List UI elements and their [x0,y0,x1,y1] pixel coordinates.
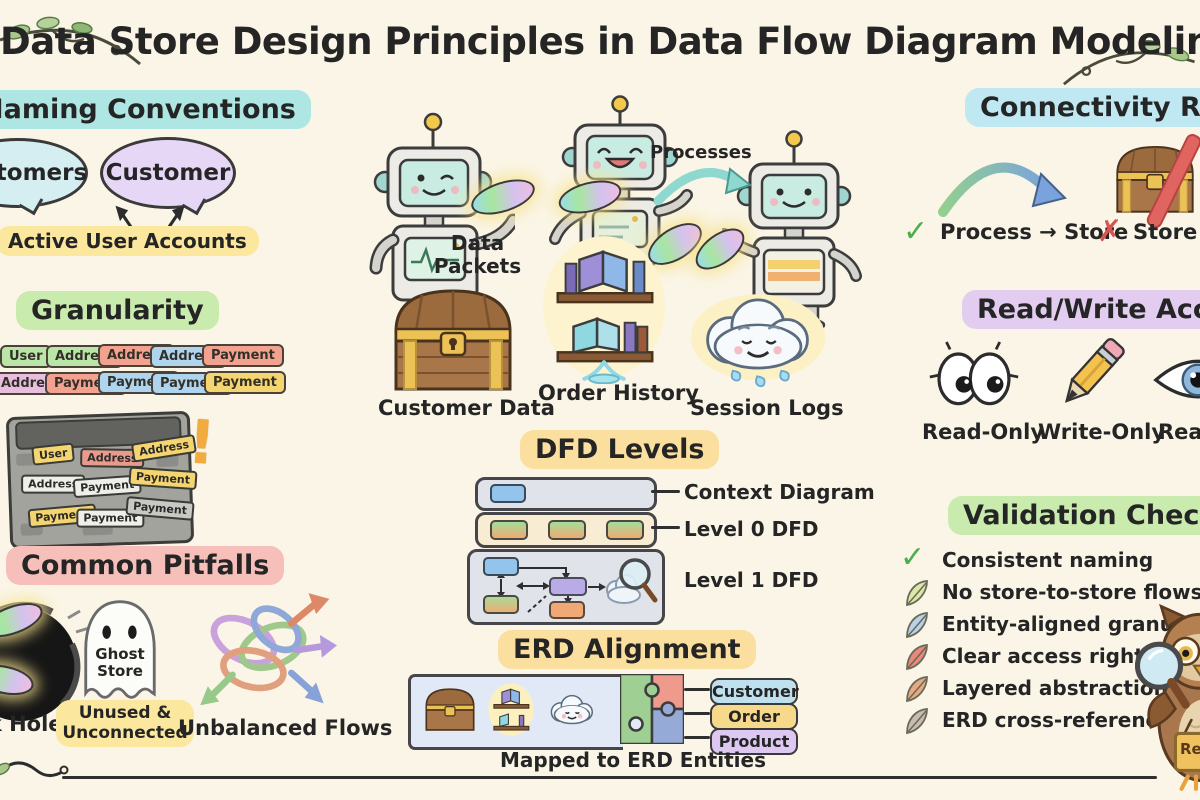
session-cloud-icon [690,294,826,388]
read-only-label: Read-Only [922,420,1045,444]
connectivity-rules-heading: Connectivity Rules [965,88,1200,127]
read-write-label: Read/Write [1158,420,1200,444]
validation-checklist-heading: Validation Checklist [948,496,1200,535]
bubble-singular-label: Customer [105,160,231,186]
feather-icon [906,644,928,671]
connectivity-allowed-label: Process → Store [940,220,1129,244]
naming-conventions-heading: Naming Conventions [0,90,311,129]
read-only-eyes-icon [929,341,1019,406]
checklist-item: ERD cross-reference [942,708,1171,732]
granularity-heading: Granularity [16,291,219,330]
processes-arrow-icon [653,167,752,206]
bubble-plural-label: Customers [0,160,88,186]
dfd-level1-row [467,549,665,625]
bookshelf-icon [542,236,666,384]
ghost-store-icon [84,600,156,699]
dfd-level1-diagram [483,557,658,619]
feather-icon [906,708,928,735]
erd-connector [684,712,710,715]
write-only-pencil-icon [1064,338,1125,403]
granularity-tag: User [0,345,52,368]
speech-bubble-singular: Customer [100,137,236,209]
connectivity-forbidden-label: Store ↔ Store [1133,220,1200,244]
data-packets-label: Data Packets [433,231,522,278]
erd-entity-product: Product [710,728,798,755]
dfd-context-row [475,477,657,511]
granularity-tag: Payment [202,344,284,367]
checklist-item: No store-to-store flows [942,580,1200,604]
treasure-chest-icon [394,289,512,391]
pitfall-unbalanced-label: Unbalanced Flows [178,716,393,740]
checklist-item: Consistent naming [942,548,1154,572]
processes-label: Processes [650,142,752,163]
granularity-tag: Payment [204,371,286,394]
naming-annotation: Active User Accounts [0,226,259,256]
dfd-connector [651,526,680,529]
store-customer-data-label: Customer Data [378,396,555,420]
read-write-eye-icon [1153,359,1200,399]
erd-alignment-heading: ERD Alignment [498,630,756,669]
pitfall-unused-label: Unused & Unconnected [56,700,194,747]
checklist-item: Clear access rights [942,644,1156,668]
over-aggregated-store-crate: User Address Address Address Payment Pay… [5,410,198,550]
check-icon: ✓ [903,214,929,249]
unbalanced-flows-icon [200,593,337,706]
dfd-levels-heading: DFD Levels [520,430,720,469]
dfd-level0-box [490,520,528,540]
dfd-level1-label: Level 1 DFD [684,568,819,592]
crate-label: User [31,442,76,466]
erd-connector [684,688,710,691]
vine-bottom-left-icon [0,761,69,777]
dfd-level0-box [606,520,644,540]
store-session-logs-label: Session Logs [690,396,844,420]
read-write-access-heading: Read/Write Access [962,290,1200,329]
dfd-context-box [490,484,526,503]
dfd-level0-label: Level 0 DFD [684,517,819,541]
erd-chest-icon [425,688,475,731]
cross-icon: ✗ [1097,214,1123,249]
feather-icon [906,580,928,607]
process-to-store-arrow-icon [938,162,1067,217]
checklist-item: Layered abstraction [942,676,1168,700]
page-title: Data Store Design Principles in Data Flo… [0,20,1200,63]
feather-icon [906,676,928,703]
vine-top-left-icon [0,16,141,66]
store-order-history-label: Order History [538,381,699,405]
write-only-label: Write-Only [1038,420,1166,444]
erd-caption: Mapped to ERD Entities [500,748,766,772]
erd-puzzle-icon [620,674,684,744]
dfd-connector [651,490,680,493]
vine-top-right-icon [1062,39,1195,86]
erd-entity-customer: Customer [710,678,799,705]
erd-bookshelf-icon [488,683,534,736]
warning-exclamation: ! [185,407,218,479]
common-pitfalls-heading: Common Pitfalls [6,546,285,585]
dfd-level0-box [548,520,586,540]
erd-cloud-icon [550,694,593,725]
dfd-context-label: Context Diagram [684,480,875,504]
speech-bubble-plural: Customers [0,138,88,208]
owl-reviewer-icon [1135,603,1200,791]
pitfall-black-hole-label: Black Hole [0,712,63,736]
feather-icon [906,612,928,639]
owl-sign-label: Review [1180,740,1200,758]
checklist-check-icon: ✓ [900,540,926,575]
checklist-item: Entity-aligned granularity [942,612,1200,636]
dfd-level0-row [475,512,657,548]
ghost-store-text: Ghost Store [95,645,145,681]
bottom-rule [62,776,1157,779]
erd-stores-box [408,674,623,750]
erd-connector [684,736,710,739]
erd-entity-order: Order [710,703,798,730]
